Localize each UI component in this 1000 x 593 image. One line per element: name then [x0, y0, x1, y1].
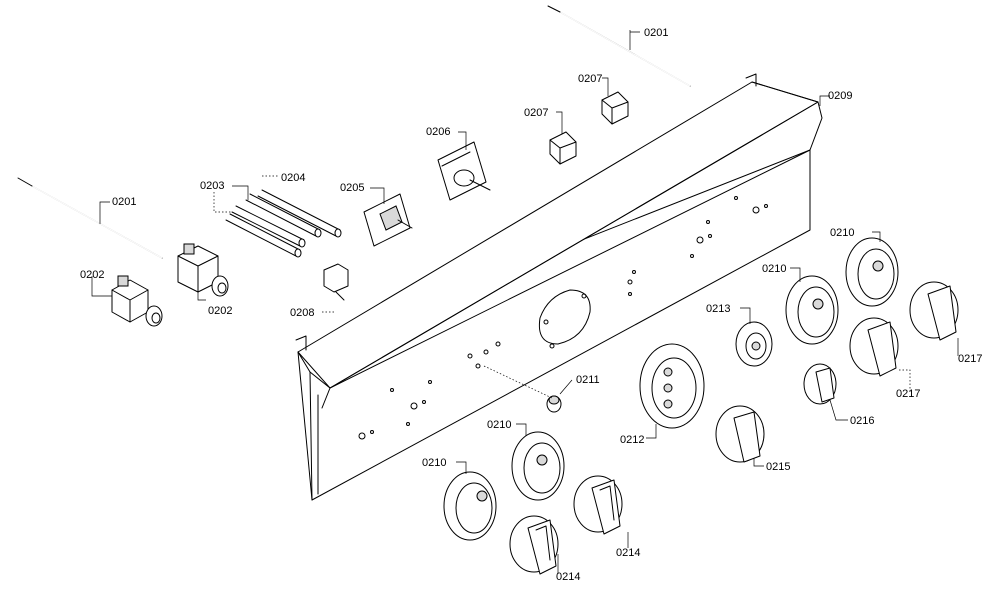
- label-0202-right: 0202: [208, 305, 232, 317]
- control-knob-small: [803, 363, 837, 405]
- label-0210-c: 0210: [487, 419, 511, 431]
- knob-bezel-3: [785, 275, 839, 345]
- label-0215: 0215: [766, 461, 790, 473]
- leader-lines: [91, 30, 959, 574]
- gas-valve-left: [111, 275, 163, 327]
- small-knob-ring: [735, 321, 773, 367]
- gas-valve-right: [177, 243, 229, 297]
- label-0202-left: 0202: [80, 269, 104, 281]
- label-0204: 0204: [281, 172, 305, 184]
- label-0210-d: 0210: [422, 457, 446, 469]
- control-panel: [295, 73, 823, 501]
- part-labels: 0201 0201 0202 0202 0203 0204 0205 0206 …: [80, 27, 982, 583]
- label-0209: 0209: [828, 90, 852, 102]
- center-knob-bezel: [639, 343, 705, 429]
- label-0201-left: 0201: [112, 196, 136, 208]
- label-0214-left: 0214: [556, 571, 580, 583]
- label-0210-b: 0210: [762, 263, 786, 275]
- label-0208: 0208: [290, 307, 314, 319]
- label-0213: 0213: [706, 303, 730, 315]
- control-board-small: [363, 193, 413, 247]
- knob-bezel-2: [511, 431, 565, 501]
- encoder-knob: [546, 395, 562, 413]
- control-knob-right-1: [849, 317, 899, 377]
- label-0201-top: 0201: [644, 27, 668, 39]
- micro-switch-lower: [549, 131, 577, 165]
- rod-set: [225, 189, 342, 258]
- label-0217-b: 0217: [896, 388, 920, 400]
- wire-lead-left: [17, 177, 163, 259]
- knob-bezel-4: [845, 237, 899, 307]
- label-0214-right: 0214: [616, 547, 640, 559]
- label-0210-a: 0210: [830, 227, 854, 239]
- label-0206: 0206: [426, 126, 450, 138]
- label-0207-lower: 0207: [524, 107, 548, 119]
- control-knob-lower-right: [573, 475, 623, 535]
- label-0203: 0203: [200, 180, 224, 192]
- wire-lead-top: [547, 5, 691, 87]
- micro-switch-upper: [601, 91, 629, 125]
- label-0216: 0216: [850, 415, 874, 427]
- label-0211: 0211: [576, 374, 600, 386]
- label-0207-upper: 0207: [578, 73, 602, 85]
- control-board-large: [437, 141, 491, 201]
- control-knob-lower-left: [509, 515, 559, 575]
- label-0217-a: 0217: [958, 353, 982, 365]
- label-0205: 0205: [340, 182, 364, 194]
- label-0212: 0212: [620, 434, 644, 446]
- rocker-switch: [323, 263, 349, 301]
- control-knob-right-2: [909, 281, 959, 341]
- knob-bezel-1: [443, 471, 497, 541]
- control-knob-center: [715, 405, 765, 463]
